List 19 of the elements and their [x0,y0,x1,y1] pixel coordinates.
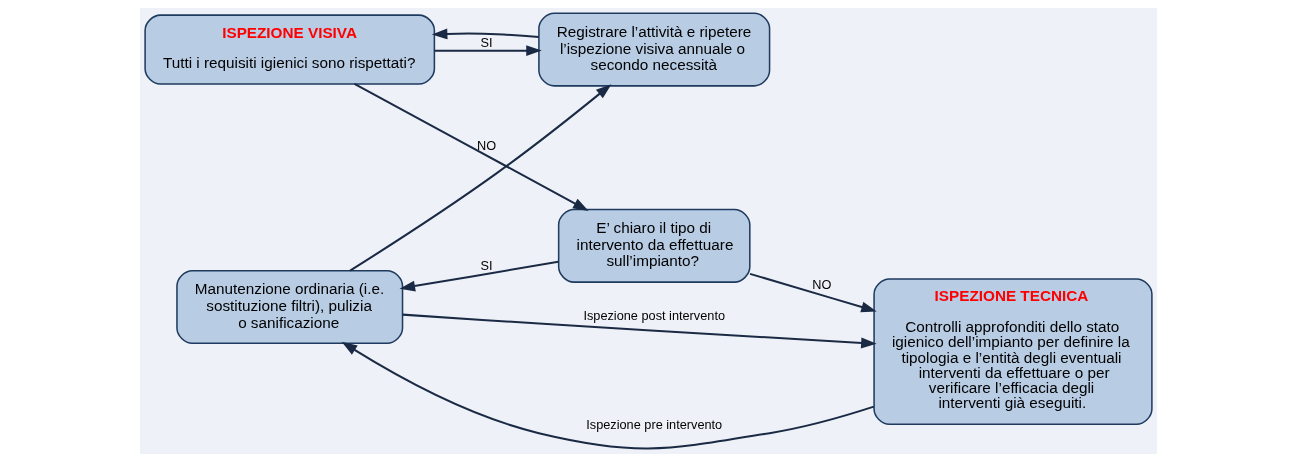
arrow [341,341,875,450]
edge-label: NO [812,277,832,293]
node-box: ISPEZIONE TECNICA Controlli approfonditi dello stato igienico dell’impianto per definire la tipologia e l’entità degli eventuali interventi da effettuare o per verificare l’efficacia degli interventi già eseguiti. [873,278,1153,425]
arrow [431,28,539,40]
node-box: Registrare l’attività e ripetere l’ispezione visiva annuale o secondo necessità [538,12,771,87]
arrow [354,83,589,211]
edge-label: Ispezione post intervento [583,307,726,323]
arrow [749,272,877,313]
arrow [402,313,877,349]
edge-label: SI [480,34,493,50]
arrow [399,260,559,292]
edge-label: Ispezione pre intervento [586,417,723,433]
arrow [434,45,542,57]
node-box: E’ chiaro il tipo di intervento da effettuare sull’impianto? [557,208,751,283]
node-box: ISPEZIONE VISIVA Tutti i requisiti igienici sono rispettati? [144,14,436,85]
node-box: Manutenzione ordinaria (i.e. sostituzione filtri), pulizia o sanificazione [176,269,404,345]
edge-label: SI [480,258,493,274]
edge-label: NO [477,138,497,154]
arrow [349,84,612,272]
